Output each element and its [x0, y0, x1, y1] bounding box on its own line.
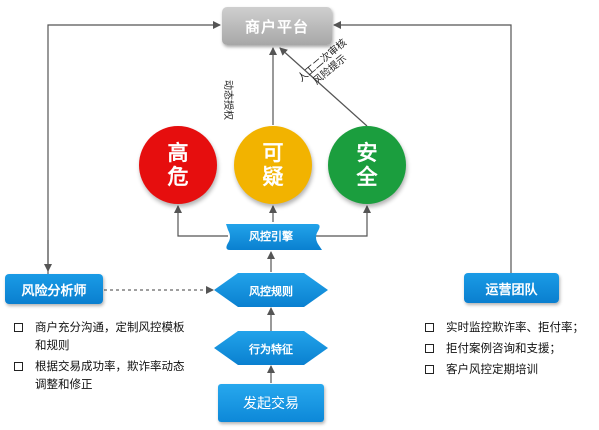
- operations-team-box: 运营团队: [464, 273, 559, 303]
- list-item: 客户风控定期培训: [425, 360, 584, 378]
- list-item: 拒付案例咨询和支援；: [425, 339, 584, 357]
- checkbox-square-icon: [14, 362, 23, 371]
- behavior-diamond-shape: [214, 331, 328, 365]
- list-item: 实时监控欺诈率、拒付率；: [425, 318, 584, 336]
- checkbox-square-icon: [425, 344, 434, 353]
- behavior-features-label: 行为特征: [249, 343, 293, 356]
- risk-analyst-box: 风险分析师: [5, 274, 103, 304]
- safe-to-platform-arrow: [279, 47, 368, 127]
- engine-to-safe-arrow: [316, 205, 371, 237]
- merchant-platform-box: 商户平台: [222, 7, 332, 45]
- ops-to-platform-line: [333, 21, 512, 273]
- engine-to-high-risk-arrow: [174, 205, 228, 237]
- engine-banner-shape: [226, 224, 322, 250]
- initiate-transaction-box: 发起交易: [218, 384, 324, 422]
- checkbox-square-icon: [425, 365, 434, 374]
- safe-label: 安全: [356, 141, 378, 189]
- rules-diamond-shape: [214, 273, 328, 307]
- checkbox-square-icon: [14, 323, 23, 332]
- ops-bullet-list: 实时监控欺诈率、拒付率； 拒付案例咨询和支援； 客户风控定期培训: [425, 318, 584, 381]
- risk-engine-label: 风控引擎: [249, 230, 293, 243]
- dynamic-auth-annotation: 动态授权: [222, 80, 233, 120]
- merchant-platform-label: 商户平台: [244, 17, 309, 36]
- high-risk-circle: 高危: [139, 126, 217, 204]
- suspicious-circle: 可疑: [234, 126, 312, 204]
- safe-circle: 安全: [328, 126, 406, 204]
- suspicious-label: 可疑: [262, 141, 284, 189]
- analyst-bullet-list: 商户充分沟通，定制风控模板和规则 根据交易成功率，欺诈率动态调整和修正: [14, 318, 185, 396]
- list-item: 商户充分沟通，定制风控模板和规则: [14, 318, 185, 354]
- initiate-transaction-label: 发起交易: [243, 396, 299, 412]
- list-item: 根据交易成功率，欺诈率动态调整和修正: [14, 357, 185, 393]
- risk-analyst-label: 风险分析师: [21, 283, 87, 299]
- high-risk-label: 高危: [167, 141, 189, 189]
- analyst-to-platform-line: [47, 21, 221, 274]
- operations-team-label: 运营团队: [485, 282, 538, 298]
- checkbox-square-icon: [425, 323, 434, 332]
- risk-rules-label: 风控规则: [249, 285, 293, 298]
